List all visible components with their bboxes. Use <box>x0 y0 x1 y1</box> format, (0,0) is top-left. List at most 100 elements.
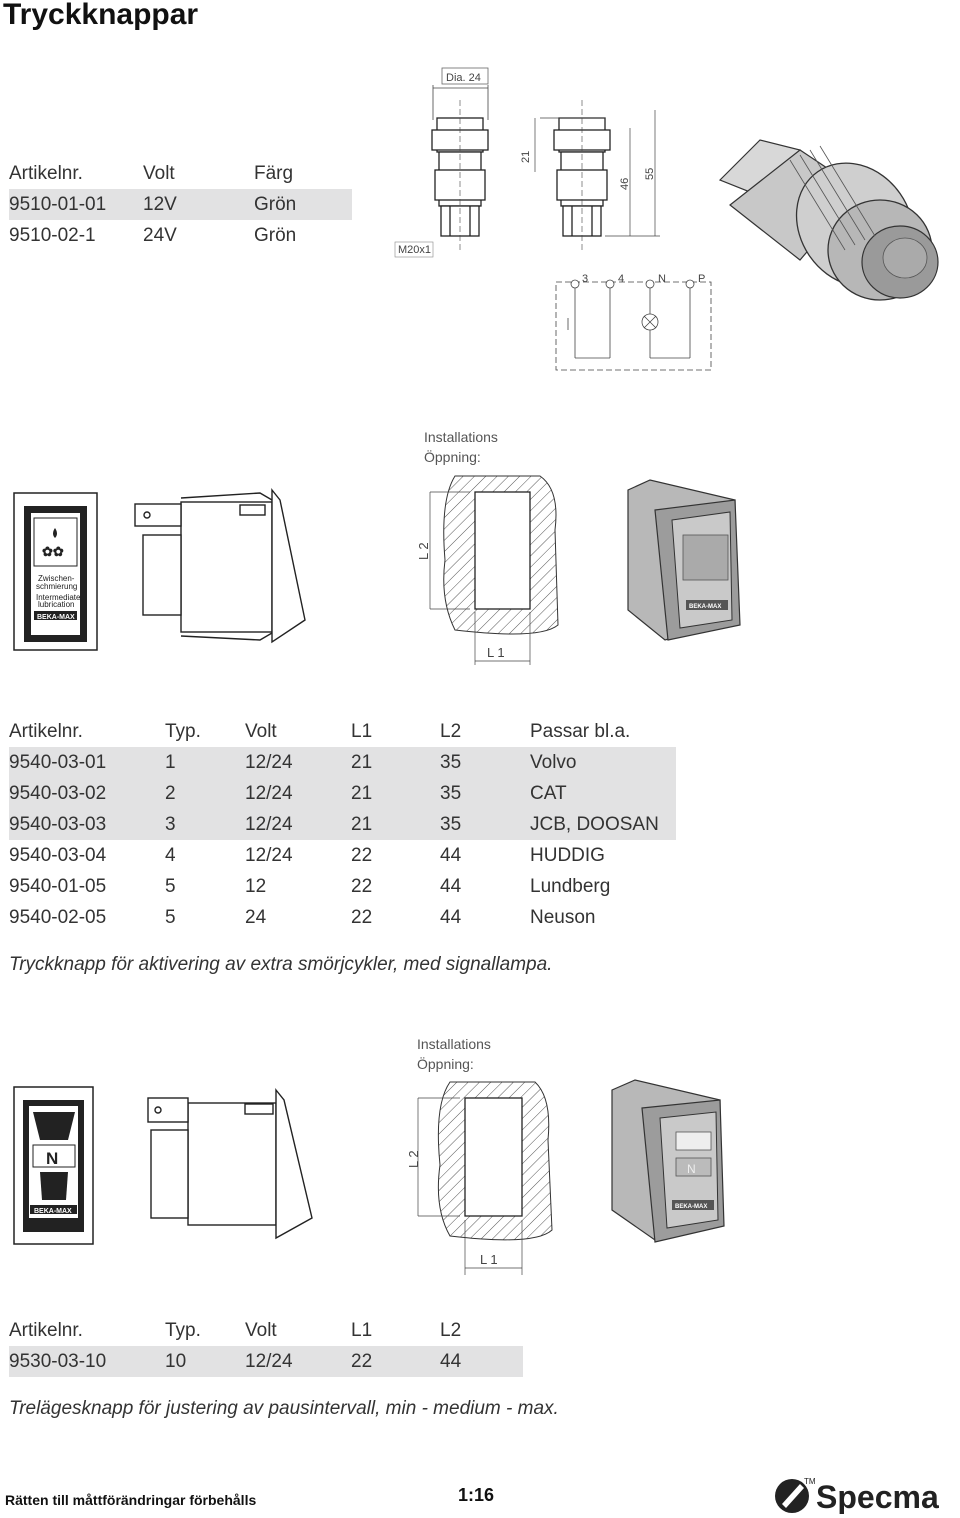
cell-typ: 4 <box>165 844 176 866</box>
push-button-drawing: Dia. 24 M20x1 21 46 55 <box>394 67 939 371</box>
terminal-4: 4 <box>618 273 624 285</box>
table-header-row: Artikelnr. Typ. Volt L1 L2 Passar bl.a. <box>9 716 676 747</box>
cell-artikelnr: 9540-03-04 <box>9 844 107 866</box>
cell-artikelnr: 9530-03-10 <box>9 1346 165 1377</box>
cell-typ: 2 <box>165 778 245 809</box>
cell-l1: 22 <box>351 1346 440 1377</box>
switch3-front-view: N BEKA-MAX <box>13 1086 94 1245</box>
terminal-p: P <box>698 273 705 285</box>
cell-l1: 21 <box>351 778 440 809</box>
table-row: 9510-01-01 12V Grön <box>9 189 352 220</box>
l1-label: L 1 <box>487 645 505 660</box>
cell-l2: 44 <box>440 875 462 897</box>
header-passar: Passar bl.a. <box>530 720 631 742</box>
rocker-switch-table: Artikelnr. Typ. Volt L1 L2 Passar bl.a. … <box>9 716 676 933</box>
dia-label: Dia. 24 <box>446 72 481 84</box>
switch3-side-view <box>147 1088 313 1240</box>
switch-text-en-2: lubrication <box>38 600 74 609</box>
cell-l2: 44 <box>440 844 462 866</box>
header-artikelnr: Artikelnr. <box>9 720 83 742</box>
cell-farg: Grön <box>254 224 297 246</box>
dim-21: 21 <box>520 151 532 163</box>
cell-typ: 5 <box>165 875 176 897</box>
header-artikelnr: Artikelnr. <box>9 162 83 184</box>
cell-artikelnr: 9540-02-05 <box>9 906 107 928</box>
cell-l1: 22 <box>351 906 373 928</box>
install-cutout: L 2 L 1 <box>416 475 559 665</box>
cell-l1: 22 <box>351 844 373 866</box>
header-l1: L1 <box>351 720 373 742</box>
page-number: 1:16 <box>458 1485 495 1505</box>
terminal-3: 3 <box>582 273 588 285</box>
cell-artikelnr: 9540-03-02 <box>9 778 165 809</box>
specma-logo: Specma TM <box>775 1477 939 1514</box>
switch3-3d-view: N BEKA-MAX <box>611 1079 725 1243</box>
cell-l2: 35 <box>440 747 530 778</box>
header-l1: L1 <box>351 1319 373 1341</box>
logo-tm: TM <box>804 1477 816 1486</box>
cell-volt: 12 <box>245 875 267 897</box>
switch-text-en-1: Intermediate <box>36 593 81 602</box>
header-l2: L2 <box>440 1319 462 1341</box>
switch-side-view <box>134 488 306 644</box>
cell-volt: 24V <box>143 224 177 246</box>
cell-l2: 35 <box>440 809 530 840</box>
beka-max-badge: BEKA-MAX <box>34 1208 72 1215</box>
switch-text-de-1: Zwischen- <box>38 574 75 583</box>
cell-artikelnr: 9510-02-1 <box>9 224 96 246</box>
cell-l1: 21 <box>351 809 440 840</box>
cell-passar: Volvo <box>530 747 676 778</box>
header-volt: Volt <box>245 720 277 742</box>
thread-label: M20x1 <box>398 244 431 256</box>
header-volt: Volt <box>245 1319 277 1341</box>
three-position-switch-drawing: N BEKA-MAX L 2 L 1 N BEKA-MAX <box>13 1079 725 1275</box>
install-opening-label: Installations Öppning: <box>424 429 498 465</box>
push-button-3d <box>718 139 939 301</box>
table-row: 9540-01-05 5 12 22 44 Lundberg <box>9 871 676 902</box>
beka-max-badge-3d: BEKA-MAX <box>675 1204 707 1210</box>
cell-typ: 10 <box>165 1346 245 1377</box>
cell-artikelnr: 9540-03-01 <box>9 747 165 778</box>
switch-text-de-2: schmierung <box>36 582 77 591</box>
cell-artikelnr: 9510-01-01 <box>9 189 143 220</box>
header-typ: Typ. <box>165 720 201 742</box>
l1-label-2: L 1 <box>480 1252 498 1267</box>
three-position-switch-caption: Trelägesknapp för justering av pausinter… <box>9 1398 559 1419</box>
cell-l1: 22 <box>351 875 373 897</box>
beka-max-badge-3d: BEKA-MAX <box>689 604 721 610</box>
cell-passar: Neuson <box>530 906 596 928</box>
cell-farg: Grön <box>254 189 352 220</box>
cell-artikelnr: 9540-01-05 <box>9 875 107 897</box>
rocker-switch-caption: Tryckknapp för aktivering av extra smörj… <box>9 954 553 975</box>
cell-typ: 3 <box>165 809 245 840</box>
header-farg: Färg <box>254 162 294 184</box>
footer-disclaimer: Rätten till måttförändringar förbehålls <box>5 1492 257 1508</box>
cell-l2: 44 <box>440 1346 523 1377</box>
cell-typ: 5 <box>165 906 176 928</box>
switch-3d-view: BEKA-MAX <box>627 479 741 641</box>
table-header-row: Artikelnr. Typ. Volt L1 L2 <box>9 1315 523 1346</box>
table-row: 9510-02-1 24V Grön <box>9 220 352 251</box>
cell-l1: 21 <box>351 747 440 778</box>
cell-passar: CAT <box>530 778 676 809</box>
install-cutout-2: L 2 L 1 <box>406 1081 553 1275</box>
cell-l2: 35 <box>440 778 530 809</box>
table-header-row: Artikelnr. Volt Färg <box>9 158 352 189</box>
cell-volt: 12/24 <box>245 809 351 840</box>
cell-volt: 12/24 <box>245 778 351 809</box>
l2-label: L 2 <box>416 542 431 560</box>
cell-passar: JCB, DOOSAN <box>530 809 676 840</box>
cell-passar: Lundberg <box>530 875 611 897</box>
push-button-table: Artikelnr. Volt Färg 9510-01-01 12V Grön… <box>9 158 352 251</box>
switch-front-view: ✿✿ Zwischen- schmierung Intermediate lub… <box>13 492 98 651</box>
cell-l2: 44 <box>440 906 462 928</box>
header-l2: L2 <box>440 720 462 742</box>
cell-volt: 12V <box>143 189 254 220</box>
switch-letter: N <box>46 1149 58 1168</box>
